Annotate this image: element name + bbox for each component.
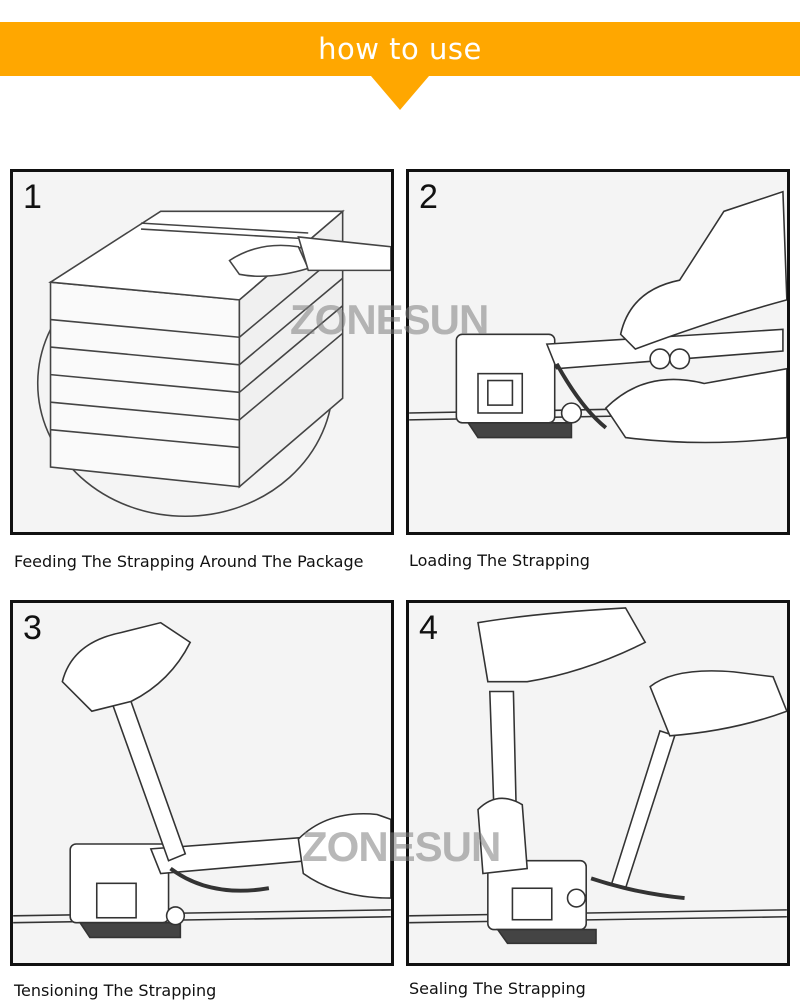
step-3-number: 3 xyxy=(23,609,42,647)
step-1-caption: Feeding The Strapping Around The Package xyxy=(14,552,364,571)
strapping-tool-sealing-illustration xyxy=(409,607,787,945)
step-3-caption: Tensioning The Strapping xyxy=(14,981,217,1000)
step-4-number: 4 xyxy=(419,609,438,647)
step-2-panel: 2 xyxy=(406,169,790,535)
banner-arrow xyxy=(371,76,429,110)
step-4-panel: 4 xyxy=(406,600,790,966)
strapping-tool-loading-illustration xyxy=(409,190,787,444)
strapping-tool-tensioning-illustration xyxy=(13,621,391,939)
step-2-caption: Loading The Strapping xyxy=(409,551,590,570)
step-2-number: 2 xyxy=(419,178,438,216)
watermark-top: ZONESUN xyxy=(290,296,489,343)
header-title: how to use xyxy=(318,32,482,66)
package-with-strap-illustration xyxy=(36,209,391,518)
step-1-number: 1 xyxy=(23,178,42,216)
header-banner: how to use xyxy=(0,22,800,76)
step-4-caption: Sealing The Strapping xyxy=(409,979,586,998)
step-3-panel: 3 xyxy=(10,600,394,966)
watermark-bottom: ZONESUN xyxy=(302,823,501,870)
step-1-panel: 1 xyxy=(10,169,394,535)
